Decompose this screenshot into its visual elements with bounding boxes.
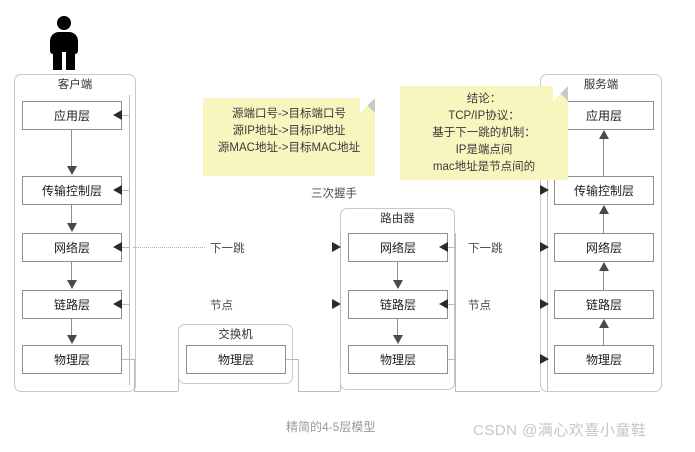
- client-title: 客户端: [57, 79, 93, 91]
- switch-to-router-run: [298, 391, 340, 392]
- server-layer-link[interactable]: 链路层: [554, 290, 654, 319]
- label-three-way-handshake: 三次握手: [311, 188, 357, 200]
- router-outbound-arrow-link: [439, 299, 448, 309]
- client-flow-line-3: [71, 262, 72, 281]
- note-line: TCP/IP协议：: [448, 110, 520, 122]
- router-flow-line-1: [397, 262, 398, 281]
- server-flow-line-1: [603, 139, 604, 176]
- switch-title: 交换机: [218, 329, 253, 341]
- client-layer-transport[interactable]: 传输控制层: [22, 176, 122, 205]
- person-left-leg-icon: [53, 49, 62, 70]
- client-flow-line-2: [71, 205, 72, 224]
- router-layer-network[interactable]: 网络层: [348, 233, 448, 262]
- conclusion-note: 结论： TCP/IP协议： 基于下一跳的机制： IP是端点间 mac地址是节点间…: [400, 86, 568, 180]
- person-body-icon: [50, 32, 78, 54]
- client-inbound-arrow-transport: [113, 185, 122, 195]
- label-next-hop-left: 下一跳: [210, 243, 245, 255]
- server-flow-arrow-1: [599, 130, 609, 139]
- person-leg-gap: [62, 52, 66, 70]
- router-title: 路由器: [380, 213, 415, 225]
- note-line: 源IP地址->目标IP地址: [232, 125, 346, 137]
- client-flow-arrow-2: [67, 223, 77, 232]
- router-flow-arrow-1: [393, 280, 403, 289]
- switch-stub-right: [286, 359, 298, 360]
- server-inbound-arrow-link: [540, 299, 549, 309]
- router-to-server-run: [455, 391, 540, 392]
- label-node-left: 节点: [210, 300, 233, 312]
- next-hop-dotted-line-left: [133, 247, 205, 248]
- router-stub-physical: [448, 359, 456, 360]
- client-inbound-arrow-network: [113, 242, 122, 252]
- server-flow-arrow-2: [599, 205, 609, 214]
- server-layer-application[interactable]: 应用层: [554, 101, 654, 130]
- user-person-icon: [44, 16, 84, 70]
- note-line: 源端口号->目标端口号: [231, 108, 347, 120]
- label-next-hop-right: 下一跳: [468, 243, 503, 255]
- router-inbound-arrow-network: [332, 242, 341, 252]
- server-inbound-arrow-transport: [540, 185, 549, 195]
- note-line: mac地址是节点间的: [432, 161, 536, 173]
- server-layer-network[interactable]: 网络层: [554, 233, 654, 262]
- switch-to-router-drop: [298, 359, 299, 391]
- server-flow-arrow-3: [599, 262, 609, 271]
- router-flow-arrow-2: [393, 335, 403, 344]
- client-inbound-arrow-link: [113, 299, 122, 309]
- note-line: 基于下一跳的机制：: [432, 127, 536, 139]
- router-layer-physical[interactable]: 物理层: [348, 345, 448, 374]
- server-inbound-arrow-network: [540, 242, 549, 252]
- note-fold-corner-mask: [553, 86, 568, 101]
- server-inbound-arrow-physical: [540, 354, 549, 364]
- client-flow-arrow-1: [67, 166, 77, 175]
- client-layer-link[interactable]: 链路层: [22, 290, 122, 319]
- address-mapping-note: 源端口号->目标端口号 源IP地址->目标IP地址 源MAC地址->目标MAC地…: [203, 98, 375, 176]
- server-layer-transport[interactable]: 传输控制层: [554, 176, 654, 205]
- csdn-watermark: CSDN @满心欢喜小童鞋: [473, 422, 647, 439]
- server-flow-arrow-4: [599, 319, 609, 328]
- client-flow-line-4: [71, 319, 72, 336]
- client-flow-line-1: [71, 130, 72, 167]
- router-layer-link[interactable]: 链路层: [348, 290, 448, 319]
- router-right-rail: [455, 233, 456, 391]
- client-flow-arrow-3: [67, 280, 77, 289]
- client-stub-2: [122, 190, 130, 191]
- label-node-right: 节点: [468, 300, 491, 312]
- note-fold-corner-mask: [360, 98, 375, 113]
- router-stub-link: [448, 304, 456, 305]
- client-stub-5: [122, 359, 134, 360]
- client-to-switch-run: [134, 391, 178, 392]
- client-right-rail: [129, 95, 130, 385]
- router-outbound-arrow-network: [439, 242, 448, 252]
- server-flow-line-4: [603, 328, 604, 345]
- client-flow-arrow-4: [67, 335, 77, 344]
- person-head-icon: [57, 16, 71, 30]
- router-inbound-arrow-link: [332, 299, 341, 309]
- note-line: 源MAC地址->目标MAC地址: [217, 142, 361, 154]
- switch-layer-physical[interactable]: 物理层: [186, 345, 286, 374]
- router-flow-line-2: [397, 319, 398, 336]
- server-layer-physical[interactable]: 物理层: [554, 345, 654, 374]
- router-left-rail: [340, 233, 341, 363]
- note-line: 结论：: [466, 93, 502, 105]
- client-layer-physical[interactable]: 物理层: [22, 345, 122, 374]
- client-to-switch-drop: [134, 359, 135, 391]
- client-layer-network[interactable]: 网络层: [22, 233, 122, 262]
- person-right-leg-icon: [66, 49, 75, 70]
- note-line: IP是端点间: [455, 144, 513, 156]
- diagram-caption: 精简的4-5层模型: [286, 420, 376, 434]
- router-stub-network: [448, 247, 456, 248]
- client-layer-application[interactable]: 应用层: [22, 101, 122, 130]
- client-stub-4: [122, 304, 130, 305]
- server-flow-line-2: [603, 214, 604, 233]
- client-inbound-arrow-application: [113, 110, 122, 120]
- client-stub-3: [122, 247, 130, 248]
- server-flow-line-3: [603, 271, 604, 290]
- client-stub-1: [122, 115, 130, 116]
- server-title: 服务端: [583, 79, 619, 91]
